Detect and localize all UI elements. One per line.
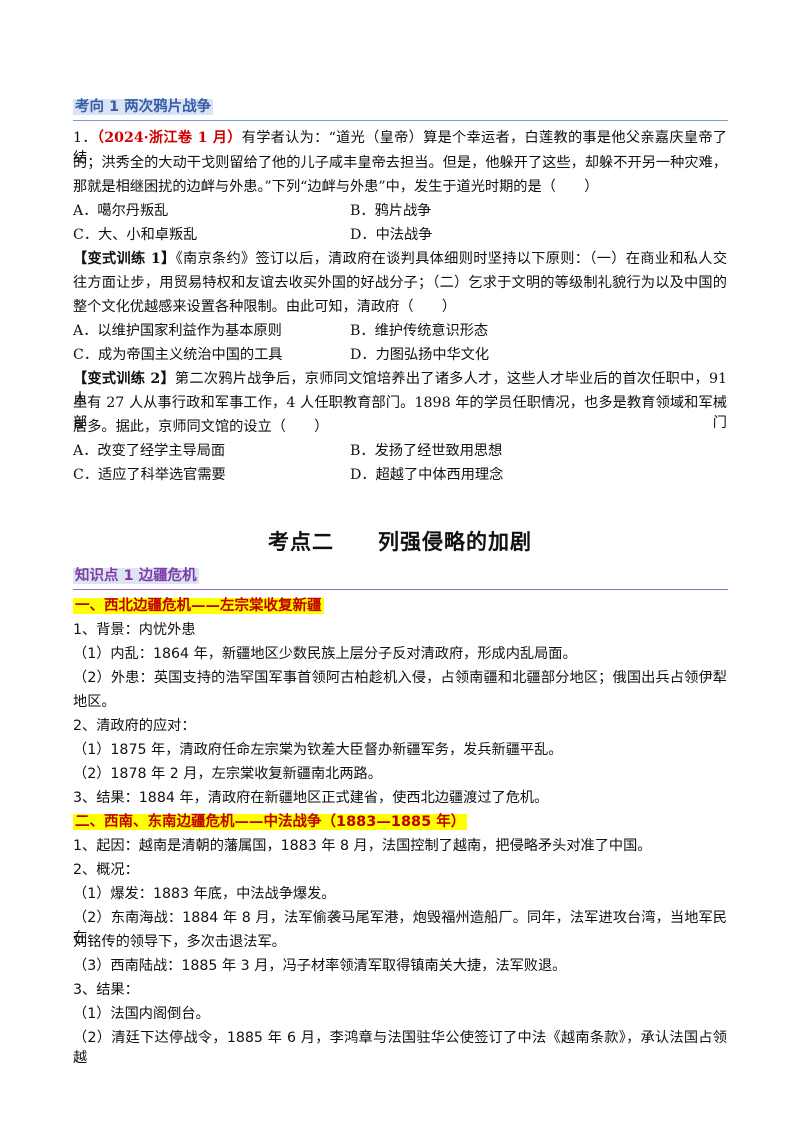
subheading-text: 二、西南、东南边疆危机——中法战争（1883—1885 年） [73,814,468,830]
section-title: 考点二 列强侵略的加剧 [0,526,800,556]
variant-1-line-1: 【变式训练 1】《南京条约》签订以后，清政府在谈判具体细则时坚持以下原则：（一）… [73,249,727,269]
subheading-text: 一、西北边疆危机——左宗棠收复新疆 [73,598,324,614]
paragraph-line: （3）西南陆战：1885 年 3 月，冯子材率领清军取得镇南关大捷，法军败退。 [73,958,567,974]
variant-1-line-2: 往方面让步，用贸易特权和友谊去收买外国的好战分子；（二）乞求于文明的等级制礼貌行… [73,275,727,291]
option-c: C．成为帝国主义统治中国的工具 [73,347,283,363]
section-heading-opium-wars: 考向 1 两次鸦片战争 [73,97,214,117]
knowledge-heading-text: 知识点 1 边疆危机 [73,568,199,584]
paragraph-line: 3、结果： [73,982,139,998]
paragraph-line: （1）法国内阁倒台。 [73,1006,210,1022]
knowledge-heading: 知识点 1 边疆危机 [73,566,199,586]
question-number: 1． [73,130,97,146]
option-c: C．适应了科举选官需要 [73,467,226,483]
question-1-line-3: 那就是相继困扰的边衅与外患。”下列“边衅与外患”中，发生于道光时期的是（ ） [73,179,599,195]
option-d: D．力图弘扬中华文化 [350,347,490,363]
knowledge-underline [73,589,728,590]
variant-label: 【变式训练 1】 [73,251,176,267]
variant-2-line-1: 【变式训练 2】第二次鸦片战争后，京师同文馆培养出了诸多人才，这些人才毕业后的首… [73,369,727,409]
subheading-northwest: 一、西北边疆危机——左宗棠收复新疆 [73,596,324,616]
option-b: B．维护传统意识形态 [350,323,489,339]
option-c: C．大、小和卓叛乱 [73,227,198,243]
variant-text: 第二次鸦片战争后，京师同文馆培养出了诸多人才，这些人才毕业后的首次任职中，91 … [73,371,727,407]
variant-1-line-3: 整个文化优越感来设置各种限制。由此可知，清政府（ ） [73,299,457,315]
paragraph-line: 1、起因：越南是清朝的藩属国，1883 年 8 月，法国控制了越南，把侵略矛头对… [73,838,652,854]
variant-text: 《南京条约》签订以后，清政府在谈判具体细则时坚持以下原则：（一）在商业和私人交 [175,251,728,267]
paragraph-line: （1）内乱：1864 年，新疆地区少数民族上层分子反对清政府，形成内乱局面。 [73,646,577,662]
paragraph-line: 2、清政府的应对： [73,718,196,734]
paragraph-line: 1、背景：内忧外患 [73,622,196,638]
paragraph-line: （2）1878 年 2 月，左宗棠收复新疆南北两路。 [73,766,382,782]
option-a: A．以维护国家利益作为基本原则 [73,323,282,339]
heading-text: 考向 1 两次鸦片战争 [73,99,214,115]
option-b: B．鸦片战争 [350,203,432,219]
paragraph-line: （2）东南海战：1884 年 8 月，法军偷袭马尾军港，炮毁福州造船厂。同年，法… [73,910,727,946]
paragraph-line: （1）1875 年，清政府任命左宗棠为钦差大臣督办新疆军务，发兵新疆平乱。 [73,742,563,758]
paragraph-line: 2、概况： [73,862,139,878]
question-1-line-1: 1．（2024·浙江卷 1 月）有学者认为：“道光（皇帝）算是个幸运者，白莲教的… [73,128,727,168]
title-left: 考点二 [268,530,334,554]
question-text: 有学者认为：“道光（皇帝）算是个幸运者，白莲教的事是他父亲嘉庆皇帝了结 [73,130,727,166]
heading-underline [73,120,728,121]
paragraph-line: （2）清廷下达停战令，1885 年 6 月，李鸿章与法国驻华公使签订了中法《越南… [73,1030,727,1066]
option-a: A．改变了经学主导局面 [73,443,226,459]
question-1-line-2: 的；洪秀全的大动干戈则留给了他的儿子咸丰皇帝去担当。但是，他躲开了这些，却躲不开… [73,155,727,171]
paragraph-line: （1）爆发：1883 年底，中法战争爆发。 [73,886,336,902]
option-b: B．发扬了经世致用思想 [350,443,503,459]
title-right: 列强侵略的加剧 [378,530,532,554]
paragraph-line: 3、结果：1884 年，清政府在新疆地区正式建省，使西北边疆渡过了危机。 [73,790,549,806]
option-a: A．噶尔丹叛乱 [73,203,169,219]
paragraph-line: 地区。 [73,694,116,710]
paragraph-line: 刘铭传的领导下，多次击退法军。 [73,934,286,950]
variant-label: 【变式训练 2】 [73,371,175,387]
paragraph-line: （2）外患：英国支持的浩罕国军事首领阿古柏趁机入侵，占领南疆和北疆部分地区；俄国… [73,670,727,686]
variant-2-line-2: 里有 27 人从事行政和军事工作，4 人任职教育部门。1898 年的学员任职情况… [73,395,727,431]
subheading-southwest: 二、西南、东南边疆危机——中法战争（1883—1885 年） [73,812,468,832]
option-d: D．中法战争 [350,227,433,243]
variant-2-line-3: 居多。据此，京师同文馆的设立（ ） [73,419,329,435]
option-d: D．超越了中体西用理念 [350,467,504,483]
question-source: （2024·浙江卷 1 月） [96,130,242,146]
